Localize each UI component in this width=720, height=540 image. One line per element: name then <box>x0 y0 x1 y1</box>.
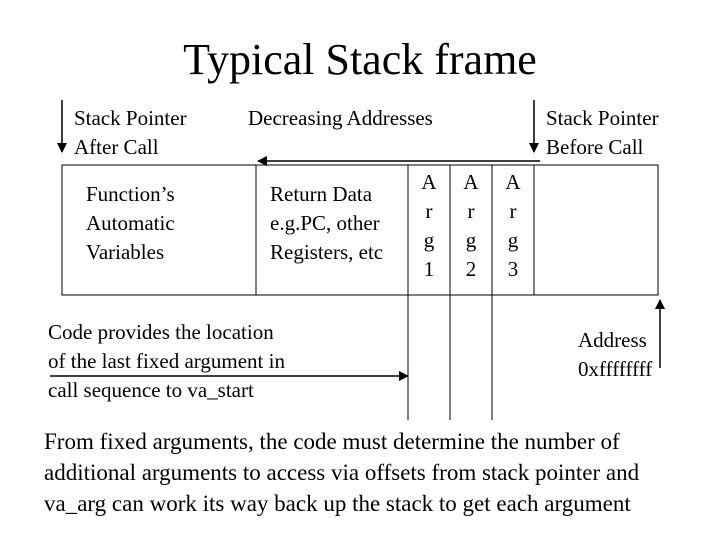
sp-after-call-label: Stack Pointer After Call <box>74 106 187 159</box>
va-start-description: Code provides the location of the last f… <box>48 320 285 402</box>
decreasing-addresses-label: Decreasing Addresses <box>248 106 433 130</box>
page-title: Typical Stack frame <box>183 35 537 84</box>
return-data-label: Return Data e.g.PC, other Registers, etc <box>270 182 384 264</box>
address-label: Address 0xffffffff <box>578 328 653 381</box>
automatic-variables-label: Function’s Automatic Variables <box>86 182 175 264</box>
footer-explanation: From fixed arguments, the code must dete… <box>44 429 640 516</box>
stack-frame-box <box>61 164 659 296</box>
sp-before-call-label: Stack Pointer Before Call <box>546 106 659 159</box>
